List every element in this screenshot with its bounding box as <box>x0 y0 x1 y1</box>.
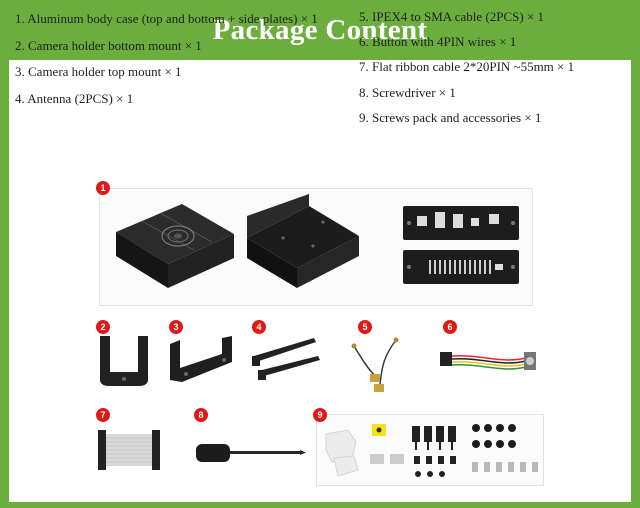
item-badge-9: 9 <box>313 408 327 422</box>
camera-holder-top-image <box>170 336 232 382</box>
list-item: 2. Camera holder bottom mount × 1 <box>15 37 202 53</box>
item-badge-1: 1 <box>96 181 110 195</box>
sma-cable-image <box>351 337 399 392</box>
item-badge-7: 7 <box>96 408 110 422</box>
antenna-image <box>252 338 320 380</box>
button-wires-image <box>440 352 536 370</box>
item-list-left: 1. Aluminum body case (top and bottom + … <box>15 6 318 112</box>
list-item: 5. IPEX4 to SMA cable (2PCS) × 1 <box>359 9 545 24</box>
case-top-image <box>116 204 234 288</box>
list-item: 1. Aluminum body case (top and bottom + … <box>15 11 318 26</box>
screwdriver-image <box>196 444 306 462</box>
side-plate-front-image <box>403 206 519 240</box>
page-title: Package Content <box>212 13 428 46</box>
list-item: 9. Screws pack and accessories × 1 <box>359 109 542 125</box>
item-badge-5: 5 <box>358 320 372 334</box>
item-badge-8: 8 <box>194 408 208 422</box>
item-badge-3: 3 <box>169 320 183 334</box>
list-item: 3. Camera holder top mount × 1 <box>15 64 182 79</box>
list-item: 7. Flat ribbon cable 2*20PIN ~55mm × 1 <box>359 59 575 75</box>
item-list-right: 5. IPEX4 to SMA cable (2PCS) × 1 6. Butt… <box>359 4 574 130</box>
screws-pack-image <box>325 424 538 477</box>
item-badge-6: 6 <box>443 320 457 334</box>
item-badge-4: 4 <box>252 320 266 334</box>
camera-holder-bottom-image <box>100 336 148 386</box>
list-item: 6. Button with 4PIN wires × 1 <box>359 34 517 50</box>
ribbon-cable-image <box>98 430 160 470</box>
case-bottom-image <box>247 194 359 288</box>
list-item: 8. Screwdriver × 1 <box>359 84 456 100</box>
side-plate-back-image <box>403 250 519 284</box>
list-item: 4. Antenna (2PCS) × 1 <box>15 90 134 106</box>
item-badge-2: 2 <box>96 320 110 334</box>
